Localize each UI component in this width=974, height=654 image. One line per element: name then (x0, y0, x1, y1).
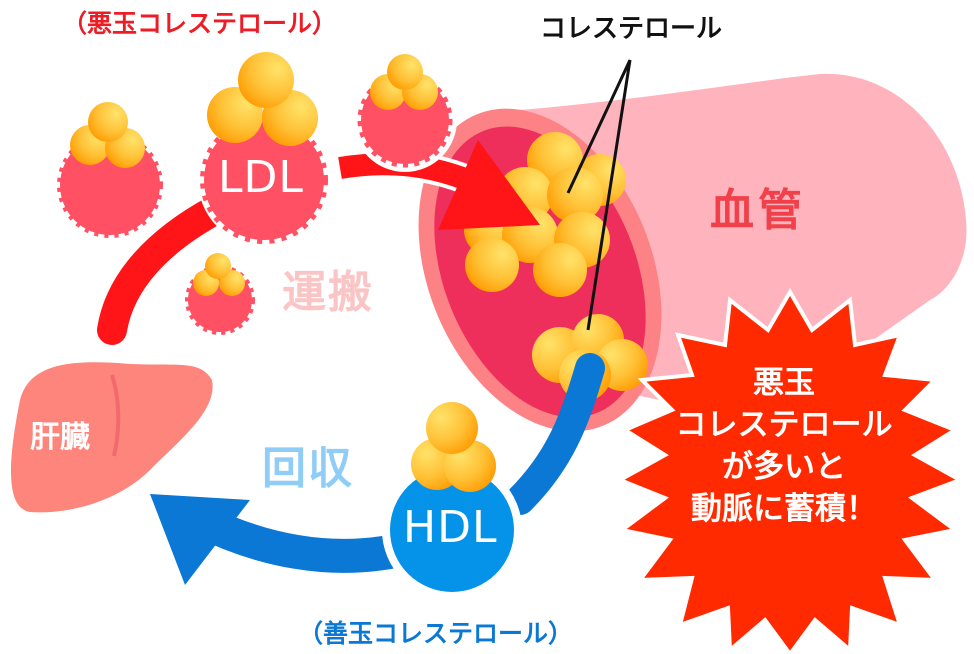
hdl-particle (382, 402, 522, 600)
hdl-label: HDL (403, 502, 498, 553)
collect-label: 回収 (262, 443, 354, 494)
cholesterol-label: コレステロール (540, 14, 723, 44)
ldl-label: LDL (218, 152, 304, 203)
burst-line-2: コレステロール (675, 407, 893, 443)
burst-line-3: が多いと (722, 449, 846, 485)
cholesterol-pointer-lines (566, 59, 632, 331)
transport-label: 運搬 (282, 267, 374, 318)
burst-line-1: 悪玉 (753, 365, 815, 401)
ldl-title: （悪玉コレステロール） (62, 9, 338, 38)
ldl-particle-small-bottom (185, 253, 255, 335)
ldl-particle-small-left (57, 102, 163, 238)
burst-line-4: 動脈に蓄積！ (691, 491, 877, 527)
hdl-title: （善玉コレステロール） (298, 619, 574, 648)
ldl-particle-main (198, 52, 330, 246)
warning-burst (615, 288, 965, 654)
warning-burst-text: 悪玉 コレステロール が多いと 動脈に蓄積！ (660, 362, 908, 530)
liver-label: 肝臓 (30, 420, 90, 455)
liver (10, 362, 213, 513)
collect-arrow (150, 353, 605, 585)
blood-vessel-label: 血管 (710, 185, 806, 236)
ldl-particle-top-right (353, 54, 457, 172)
